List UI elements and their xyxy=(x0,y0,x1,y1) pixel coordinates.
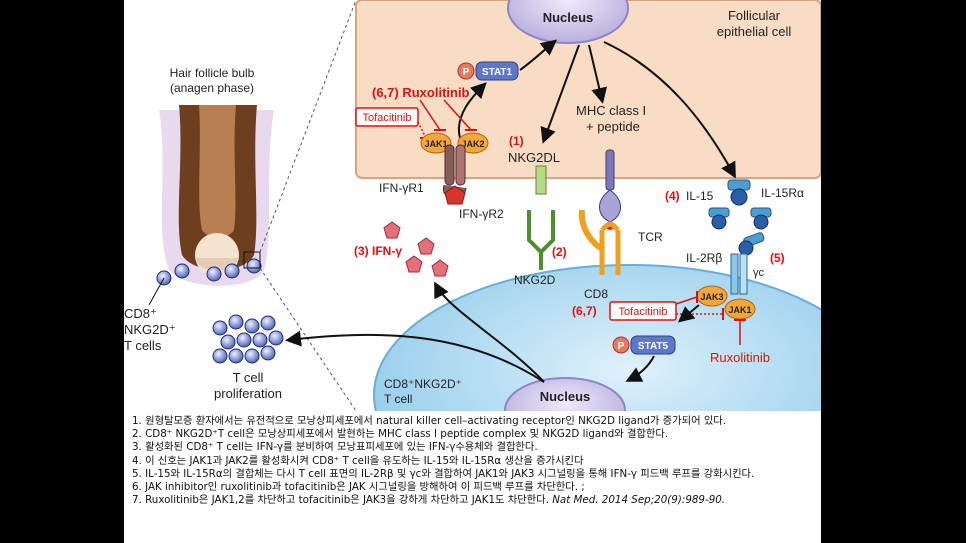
jak1-top xyxy=(420,132,452,154)
nkg2d-label: NKG2D xyxy=(514,273,556,287)
arrow-stat1-nucleus xyxy=(519,39,558,71)
arrow-nucleus-nkg2dl xyxy=(540,44,580,144)
num4-label: (4) xyxy=(665,189,680,203)
stat5-label: STAT5 xyxy=(638,341,669,352)
prolif-label-2: proliferation xyxy=(214,386,282,401)
follicular-label-1: Follicular xyxy=(728,8,781,23)
ifng-molecules xyxy=(383,221,449,277)
il15-complex-membrane xyxy=(727,179,751,206)
arrow-nucleus-il15 xyxy=(603,41,736,179)
cd8-label-3: T cells xyxy=(124,338,162,353)
num67-bottom-label: (6,7) xyxy=(572,304,597,318)
caption-panel: 1. 원형탈모증 환자에서는 유전적으로 모낭상피세포에서 natural ki… xyxy=(124,411,821,543)
stat1-label: STAT1 xyxy=(482,67,513,78)
cd8-label-1: CD8⁺ xyxy=(124,306,157,321)
ifng-receptor xyxy=(442,144,467,205)
tcr-cd8 xyxy=(578,209,621,275)
nkg2dl-molecule xyxy=(535,165,547,195)
arrow-jak-stat1 xyxy=(457,82,487,139)
tofa-top-label: Tofacitinib xyxy=(363,112,412,124)
rux-bottom-label: Ruxolitinib xyxy=(710,350,770,365)
t-cell-label-1: CD8⁺NKG2D⁺ xyxy=(384,377,462,391)
caption-line-7: 7. Ruxolitinib은 JAK1,2를 차단하고 tofacitinib… xyxy=(132,494,813,507)
pathway-figure: Nucleus Follicular epithelial cell Nucle… xyxy=(124,0,821,411)
jak2-top-label: JAK2 xyxy=(461,139,484,149)
caption-citation: Nat Med. 2014 Sep;20(9):989-90. xyxy=(552,494,726,507)
caption-line-3: 3. 활성화된 CD8⁺ T cell는 IFN-γ를 분비하여 모낭표피세포에… xyxy=(132,441,538,454)
gc-label: γc xyxy=(753,267,765,279)
caption-line-1: 1. 원형탈모증 환자에서는 유전적으로 모낭상피세포에서 natural ki… xyxy=(132,415,727,427)
hair-follicle-illustration xyxy=(159,105,274,286)
arrow-stat5-nucleus xyxy=(625,355,655,382)
num2-label: (2) xyxy=(552,245,567,259)
mhc-label-2: + peptide xyxy=(586,119,640,134)
cd8-label-2: NKG2D⁺ xyxy=(124,322,176,337)
proliferation-cluster xyxy=(212,314,284,364)
mhc-label-1: MHC class I xyxy=(576,103,646,118)
rux-top-label: (6,7) Ruxolitinib xyxy=(372,85,470,100)
stat1-box xyxy=(475,61,519,81)
jak1-bottom-label: JAK1 xyxy=(728,305,751,315)
caption-line-2: 2. CD8⁺ NKG2D⁺T cell은 모낭상피세포에서 발현하는 MHC … xyxy=(132,428,669,441)
arrow-proliferation xyxy=(285,330,545,383)
p-label-bottom: P xyxy=(618,341,625,352)
nucleus-bottom xyxy=(504,377,626,411)
zoom-box xyxy=(243,251,261,269)
pathway-diagram: Nucleus Follicular epithelial cell Nucle… xyxy=(124,0,821,411)
caption-line-4: 4. 이 신호는 JAK1과 JAK2를 활성화시켜 CD8⁺ T cell을 … xyxy=(132,454,584,467)
tofa-top-box xyxy=(355,107,419,127)
t-cell-label-2: T cell xyxy=(384,392,412,406)
nucleus-top-label: Nucleus xyxy=(543,10,594,25)
bulb-t-cells xyxy=(156,258,262,286)
tcr-label: TCR xyxy=(638,230,663,244)
ifng-label: (3) IFN-γ xyxy=(354,244,402,258)
tofa-bottom-label: Tofacitinib xyxy=(619,306,668,318)
hair-bulb-title: Hair follicle bulb xyxy=(170,66,255,80)
ifngr2-label: IFN-γR2 xyxy=(459,207,504,221)
cd8-receptor-label: CD8 xyxy=(584,287,608,301)
num1-label: (1) xyxy=(509,134,524,148)
num5-label: (5) xyxy=(770,251,785,265)
caption-line-7-text: 7. Ruxolitinib은 JAK1,2를 차단하고 tofacitinib… xyxy=(132,494,549,507)
il15-complex-free xyxy=(708,207,772,230)
nucleus-bottom-label: Nucleus xyxy=(540,389,591,404)
arrow-jak-stat5 xyxy=(677,304,700,323)
arrow-nucleus-mhc xyxy=(588,44,608,104)
il15-label: IL-15 xyxy=(686,189,714,203)
prolif-label-1: T cell xyxy=(233,370,264,385)
p-label-top: P xyxy=(463,67,470,78)
nkg2dl-label: NKG2DL xyxy=(508,150,560,165)
il2rb-label: IL-2Rβ xyxy=(686,251,722,265)
follicular-label-2: epithelial cell xyxy=(717,24,792,39)
p-circle-bottom xyxy=(612,336,630,354)
il2r-receptor xyxy=(730,232,765,295)
nucleus-top xyxy=(507,0,629,44)
hair-bulb-subtitle: (anagen phase) xyxy=(170,81,254,95)
il15ra-label: IL-15Rα xyxy=(761,186,804,200)
nkg2d-molecule xyxy=(527,210,555,270)
caption-line-6: 6. JAK inhibitor인 ruxolitinib과 tofacitin… xyxy=(132,481,585,494)
p-circle-top xyxy=(457,62,475,80)
tofa-bottom-box xyxy=(609,301,677,321)
jak1-top-label: JAK1 xyxy=(424,139,447,149)
ifngr1-label: IFN-γR1 xyxy=(379,181,424,195)
jak3-label: JAK3 xyxy=(700,292,723,302)
caption-line-5: 5. IL-15와 IL-15Rα의 결합체는 다시 T cell 표면의 IL… xyxy=(132,467,755,480)
stat5-box xyxy=(630,335,676,355)
jak2-top xyxy=(457,132,489,154)
arrow-tcell-ifng xyxy=(434,281,545,383)
